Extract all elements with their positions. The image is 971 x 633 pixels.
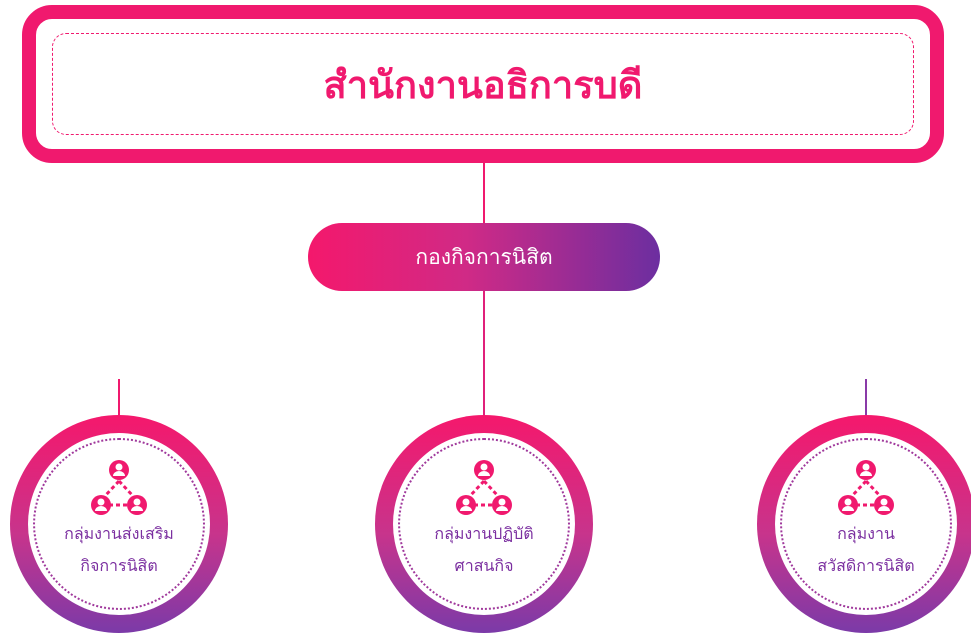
office-inner-frame: สำนักงานอธิการบดี — [52, 33, 914, 135]
group-label-line2: ศาสนกิจ — [454, 556, 514, 575]
group-circle-religious-affairs: กลุ่มงานปฏิบัติ ศาสนกิจ — [375, 415, 593, 633]
group-circle-student-promotion: กลุ่มงานส่งเสริม กิจการนิสิต — [10, 415, 228, 633]
division-pill: กองกิจการนิสิต — [308, 223, 660, 291]
users-network-icon — [91, 460, 147, 515]
users-network-icon — [838, 460, 894, 515]
group-circle-student-welfare: กลุ่มงาน สวัสดิการนิสิต — [757, 415, 971, 633]
group-label-line2: สวัสดิการนิสิต — [817, 556, 915, 575]
division-label: กองกิจการนิสิต — [415, 244, 553, 269]
group-label-line2: กิจการนิสิต — [80, 556, 158, 575]
group-label-line1: กลุ่มงานส่งเสริม — [64, 524, 174, 543]
group-label-line1: กลุ่มงานปฏิบัติ — [434, 524, 534, 543]
office-title: สำนักงานอธิการบดี — [323, 62, 643, 107]
office-box: สำนักงานอธิการบดี — [22, 5, 944, 163]
group-label-line1: กลุ่มงาน — [837, 524, 895, 543]
users-network-icon — [456, 460, 512, 515]
